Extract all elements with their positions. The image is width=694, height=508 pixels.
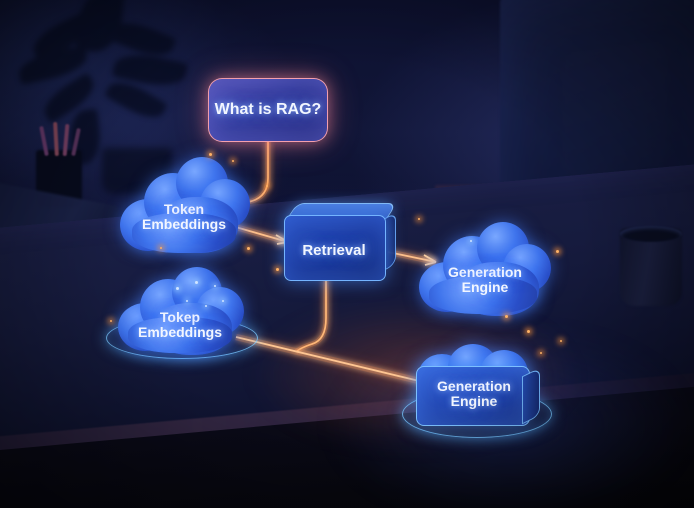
cloud-blob: [132, 213, 236, 253]
node-token-embeddings-bottom[interactable]: Tokep Embeddings: [106, 265, 258, 361]
node-retrieval[interactable]: Retrieval: [282, 203, 398, 281]
cloud-blob: [429, 276, 537, 314]
cloud-blob: [128, 317, 232, 353]
node-generation-engine-cloud[interactable]: Generation Engine: [415, 222, 555, 318]
retrieval-box-front-face: [284, 215, 386, 281]
node-generation-engine-box[interactable]: Generation Engine: [402, 340, 552, 440]
node-question-label: What is RAG?: [214, 100, 322, 118]
generation-box-front-face: [416, 366, 530, 426]
edge-retrieval-to-bottom-path: [294, 278, 329, 354]
node-question[interactable]: What is RAG?: [208, 78, 328, 142]
node-token-embeddings-top[interactable]: Token Embeddings: [114, 155, 254, 255]
